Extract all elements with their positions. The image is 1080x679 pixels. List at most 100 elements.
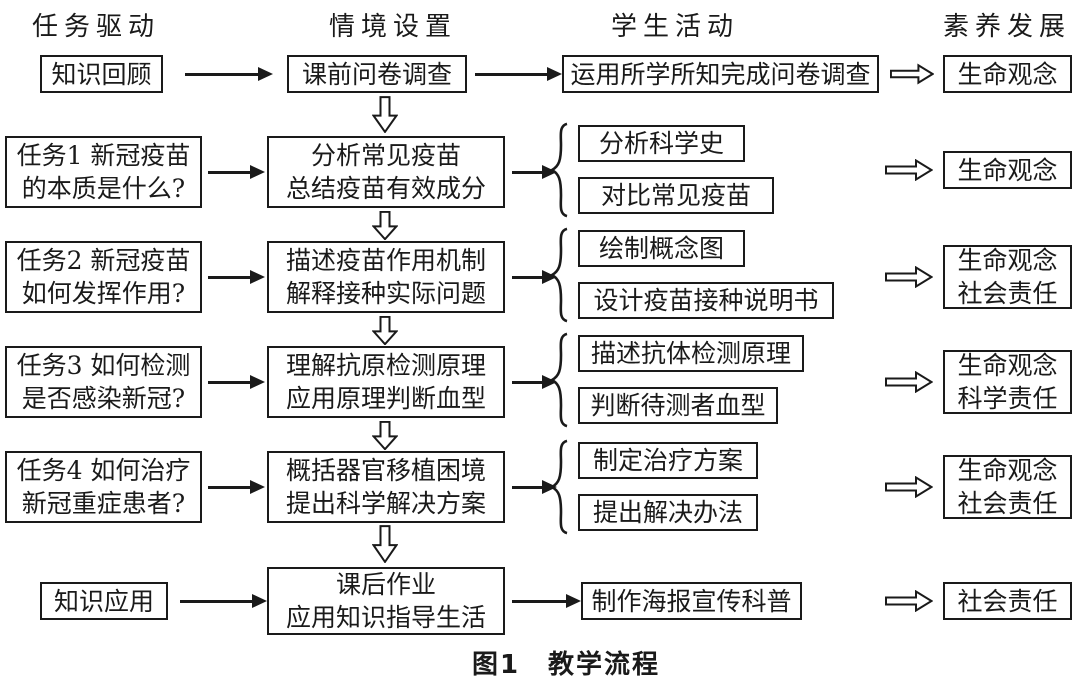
- activity-box: 提出解决办法: [578, 494, 758, 531]
- brace-left-icon: [549, 122, 571, 218]
- arrow-right-icon: [185, 68, 273, 80]
- double-arrow-right-icon: [885, 159, 933, 181]
- box-line: 生命观念: [957, 59, 1058, 89]
- box-line: 是否感染新冠?: [21, 384, 186, 413]
- activity-box: 判断待测者血型: [578, 387, 778, 424]
- double-arrow-down-icon: [372, 421, 398, 450]
- box-line: 对比常见疫苗: [600, 181, 751, 210]
- arrow-right-icon: [512, 595, 581, 607]
- box-line: 运用所学所知完成问卷调查: [570, 59, 871, 89]
- arrow-right-icon: [512, 166, 557, 178]
- box-line: 绘制概念图: [598, 234, 724, 263]
- box-line: 任务3 如何检测: [16, 351, 191, 380]
- literacy-box: 社会责任: [943, 582, 1072, 620]
- activity-box: 描述抗体检测原理: [578, 335, 804, 372]
- box-line: 新冠重症患者?: [21, 489, 186, 518]
- box-line: 概括器官移植困境: [285, 456, 486, 485]
- situation-box: 概括器官移植困境 提出科学解决方案: [267, 451, 505, 523]
- box-line: 生命观念: [957, 351, 1058, 380]
- box-line: 描述疫苗作用机制: [285, 246, 486, 275]
- activity-box: 制作海报宣传科普: [581, 582, 802, 620]
- arrow-right-icon: [512, 481, 557, 493]
- task-box: 任务4 如何治疗 新冠重症患者?: [5, 451, 202, 523]
- box-line: 如何发挥作用?: [21, 279, 186, 308]
- box-line: 生命观念: [957, 456, 1058, 485]
- activity-box: 设计疫苗接种说明书: [578, 282, 834, 319]
- literacy-box: 生命观念: [943, 151, 1072, 189]
- box-line: 分析科学史: [598, 129, 724, 158]
- arrow-right-icon: [475, 68, 562, 80]
- arrow-right-icon: [180, 595, 267, 607]
- box-line: 分析常见疫苗: [310, 141, 461, 170]
- double-arrow-down-icon: [372, 316, 398, 345]
- arrow-right-icon: [208, 376, 265, 388]
- box-line: 应用知识指导生活: [285, 603, 486, 632]
- situation-box: 描述疫苗作用机制 解释接种实际问题: [267, 241, 505, 313]
- literacy-box: 生命观念 社会责任: [943, 455, 1072, 519]
- double-arrow-down-icon: [372, 211, 398, 240]
- box-line: 总结疫苗有效成分: [285, 174, 486, 203]
- box-line: 制作海报宣传科普: [591, 586, 792, 616]
- activity-box: 运用所学所知完成问卷调查: [562, 55, 879, 93]
- box-line: 知识回顾: [51, 59, 152, 89]
- double-arrow-right-icon: [885, 371, 933, 393]
- double-arrow-right-icon: [885, 476, 933, 498]
- literacy-box: 生命观念 科学责任: [943, 350, 1072, 414]
- literacy-box: 生命观念: [943, 55, 1072, 93]
- box-line: 设计疫苗接种说明书: [593, 286, 819, 315]
- brace-left-icon: [549, 227, 571, 323]
- task-box: 任务1 新冠疫苗 的本质是什么?: [5, 136, 202, 208]
- box-line: 生命观念: [957, 246, 1058, 275]
- box-line: 提出解决办法: [592, 498, 743, 527]
- activity-box: 制定治疗方案: [578, 442, 758, 479]
- task-box: 任务2 新冠疫苗 如何发挥作用?: [5, 241, 202, 313]
- box-line: 科学责任: [957, 384, 1058, 413]
- task-box: 知识应用: [40, 582, 168, 620]
- arrow-right-icon: [208, 166, 265, 178]
- box-line: 理解抗原检测原理: [285, 351, 486, 380]
- column-header-situation: 情境设置: [328, 12, 457, 42]
- box-line: 制定治疗方案: [592, 446, 743, 475]
- column-header-task: 任务驱动: [31, 12, 160, 42]
- box-line: 提出科学解决方案: [285, 489, 486, 518]
- box-line: 的本质是什么?: [21, 174, 186, 203]
- double-arrow-right-icon: [890, 63, 934, 85]
- activity-box: 绘制概念图: [578, 230, 745, 267]
- box-line: 任务2 新冠疫苗: [16, 246, 191, 275]
- arrow-right-icon: [512, 376, 557, 388]
- box-line: 社会责任: [957, 586, 1058, 616]
- double-arrow-down-icon: [372, 96, 398, 133]
- situation-box: 分析常见疫苗 总结疫苗有效成分: [267, 136, 505, 208]
- box-line: 任务4 如何治疗: [16, 456, 191, 485]
- box-line: 课前问卷调查: [301, 59, 452, 89]
- situation-box: 理解抗原检测原理 应用原理判断血型: [267, 346, 505, 418]
- double-arrow-right-icon: [885, 590, 933, 612]
- situation-box: 课前问卷调查: [287, 55, 467, 93]
- box-line: 社会责任: [957, 279, 1058, 308]
- box-line: 解释接种实际问题: [285, 279, 486, 308]
- literacy-box: 生命观念 社会责任: [943, 245, 1072, 309]
- box-line: 课后作业: [335, 570, 436, 599]
- box-line: 社会责任: [957, 489, 1058, 518]
- task-box: 知识回顾: [40, 55, 163, 93]
- activity-box: 对比常见疫苗: [578, 177, 774, 214]
- task-box: 任务3 如何检测 是否感染新冠?: [5, 346, 202, 418]
- arrow-right-icon: [208, 271, 265, 283]
- activity-box: 分析科学史: [578, 125, 745, 162]
- arrow-right-icon: [208, 481, 265, 493]
- column-header-activity: 学生活动: [610, 12, 739, 42]
- arrow-right-icon: [512, 271, 557, 283]
- double-arrow-right-icon: [885, 266, 933, 288]
- situation-box: 课后作业 应用知识指导生活: [267, 567, 505, 635]
- brace-left-icon: [549, 332, 571, 428]
- box-line: 生命观念: [957, 155, 1058, 185]
- double-arrow-down-icon: [372, 525, 398, 563]
- box-line: 判断待测者血型: [590, 391, 766, 420]
- column-header-literacy: 素养发展: [942, 12, 1071, 42]
- box-line: 应用原理判断血型: [285, 384, 486, 413]
- figure-caption: 图1 教学流程: [471, 650, 661, 679]
- box-line: 任务1 新冠疫苗: [16, 141, 191, 170]
- box-line: 描述抗体检测原理: [590, 339, 791, 368]
- box-line: 知识应用: [53, 586, 154, 616]
